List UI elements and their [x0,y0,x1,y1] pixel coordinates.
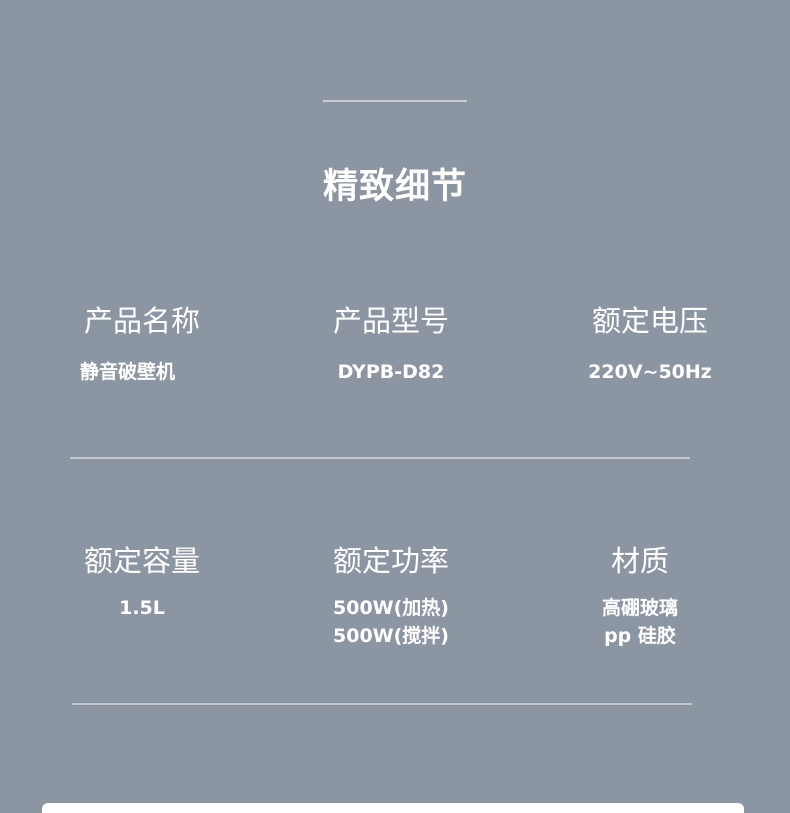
spec-value: 1.5L [119,597,165,619]
spec-label: 材质 [610,544,669,578]
spec-value: 高硼玻璃 [601,597,678,619]
spec-model: 产品型号 DYPB-D82 [271,298,511,386]
row-divider [70,457,690,459]
spec-label: 额定电压 [591,304,708,338]
spec-capacity: 额定容量 1.5L [22,538,262,622]
spec-value: 静音破壁机 [80,361,176,383]
bottom-divider [72,703,692,705]
spec-label: 产品型号 [332,304,449,338]
spec-product-name: 产品名称 静音破壁机 [22,298,262,386]
spec-power: 额定功率 500W(加热) 500W(搅拌) [271,538,511,650]
spec-value: pp 硅胶 [604,625,676,647]
spec-value: 220V~50Hz [588,361,712,383]
spec-voltage: 额定电压 220V~50Hz [530,298,770,386]
spec-label: 产品名称 [83,304,200,338]
spec-value: 500W(搅拌) [333,625,449,647]
top-decorative-line [323,100,467,102]
spec-value: 500W(加热) [333,597,449,619]
spec-label: 额定容量 [83,544,200,578]
section-title: 精致细节 [322,167,467,207]
spec-label: 额定功率 [332,544,449,578]
spec-value: DYPB-D82 [337,361,445,383]
spec-material: 材质 高硼玻璃 pp 硅胶 [520,538,760,650]
